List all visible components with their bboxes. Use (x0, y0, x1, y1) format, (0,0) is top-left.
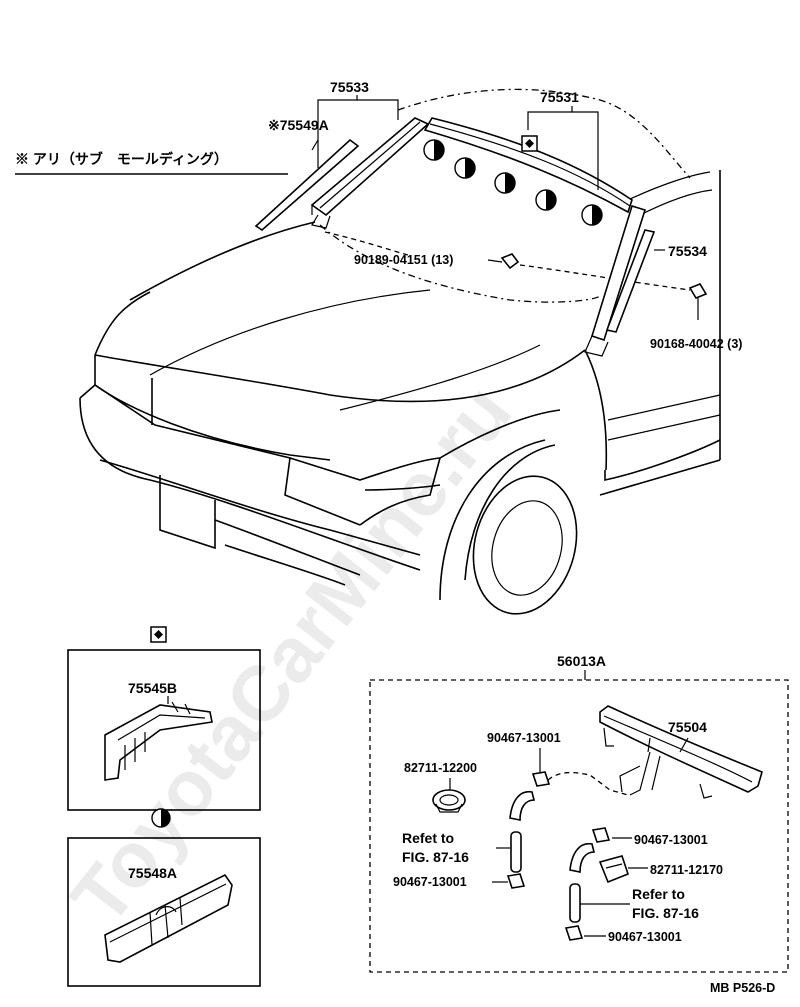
refer1-line1: Refet to (402, 830, 454, 846)
leader-lines-top (311, 95, 699, 320)
diamond-in-square-icon (521, 135, 538, 152)
half-filled-circle-icon (151, 808, 171, 828)
hose-tube-a (510, 831, 522, 873)
joint-90467-a (531, 771, 551, 787)
half-circle-markers (423, 139, 603, 226)
label-75549a: ※75549A (268, 117, 329, 133)
hose-elbow-b (569, 843, 596, 873)
washer-nozzle-bar-75504 (599, 705, 763, 799)
clip-90168 (688, 283, 708, 299)
half-filled-circle-icon (581, 204, 603, 226)
label-82711-b: 82711-12170 (650, 863, 723, 877)
label-90467-b: 90467-13001 (634, 833, 708, 847)
bracket-75545b (104, 696, 213, 781)
washer-kit-box (369, 679, 789, 973)
leader-75504 (679, 737, 689, 753)
inset-box-75548a (67, 837, 261, 987)
label-75531: 75531 (540, 89, 579, 105)
joint-90467-b (591, 827, 611, 843)
label-90467-a: 90467-13001 (487, 731, 561, 745)
moulding-75534 (584, 205, 656, 357)
half-filled-circle-icon (535, 189, 557, 211)
refer2-line2: FIG. 87-16 (632, 905, 699, 921)
refer2-line1: Refer to (632, 886, 685, 902)
label-82711-a: 82711-12200 (404, 761, 477, 775)
hose-elbow-a (509, 791, 536, 821)
label-90467-c: 90467-13001 (393, 875, 467, 889)
diamond-in-square-icon (150, 626, 167, 643)
moulding-75531 (423, 117, 633, 214)
label-75534: 75534 (668, 243, 707, 259)
joint-90467-c (506, 873, 526, 889)
sub-moulding-75549a (254, 138, 360, 232)
label-75545b: 75545B (128, 680, 177, 696)
label-56013a: 56013A (557, 653, 606, 669)
clamp-82711-a (432, 789, 466, 813)
note-sub-moulding: ※ アリ（サブ モールディング） (15, 151, 228, 167)
diagram-code: MB P526-D (710, 981, 775, 995)
car-body-outline (79, 88, 721, 615)
half-filled-circle-icon (494, 172, 516, 194)
label-90168: 90168-40042 (3) (650, 337, 742, 351)
label-90189: 90189-04151 (13) (354, 253, 453, 267)
clip-90189 (500, 253, 520, 270)
half-filled-circle-icon (423, 139, 445, 161)
half-filled-circle-icon (454, 157, 476, 179)
hose-route (547, 771, 629, 796)
clamp-82711-b (598, 855, 629, 884)
refer1-line2: FIG. 87-16 (402, 849, 469, 865)
hose-tube-b (569, 883, 581, 923)
label-75533: 75533 (330, 79, 369, 95)
joint-90467-d (564, 925, 584, 941)
label-75504: 75504 (668, 719, 707, 735)
bracket-75548a (104, 873, 233, 963)
label-75548a: 75548A (128, 865, 177, 881)
moulding-75533 (310, 117, 430, 229)
label-90467-d: 90467-13001 (608, 930, 682, 944)
